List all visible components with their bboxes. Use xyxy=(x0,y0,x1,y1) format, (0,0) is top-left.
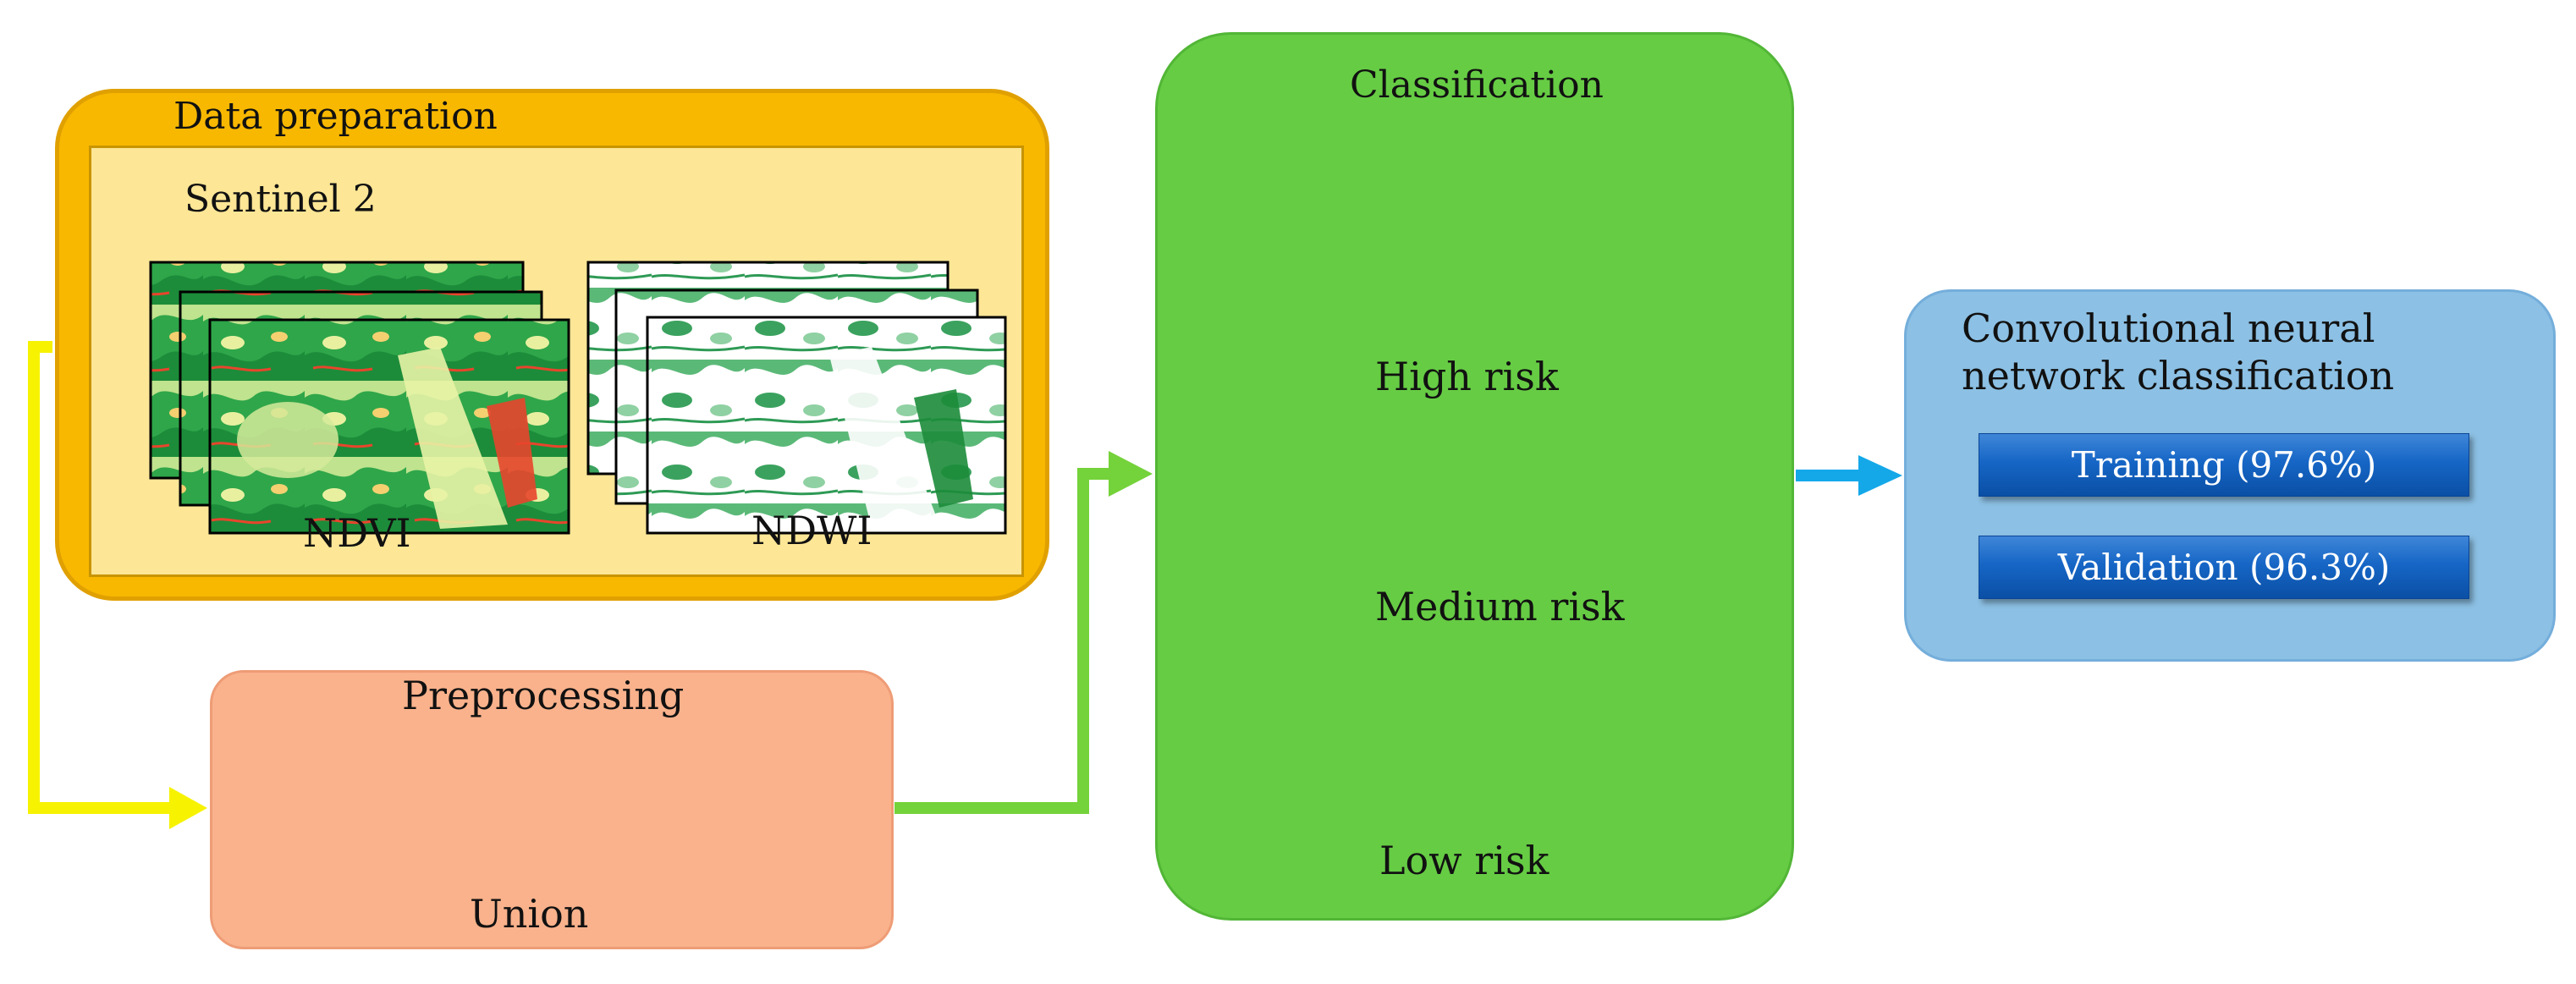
ndwi-label: NDWI xyxy=(751,508,872,553)
arrow-head-green xyxy=(1109,451,1153,497)
preprocessing-panel xyxy=(210,670,894,949)
low-risk-label: Low risk xyxy=(1379,838,1549,883)
ndwi-image-stack xyxy=(586,261,1007,535)
cnn-title-line-2: network classification xyxy=(1962,353,2395,399)
arrow-preprocessing-to-classification xyxy=(894,468,1113,814)
arrow-head-yellow xyxy=(169,787,207,829)
ndvi-image-stack xyxy=(149,261,570,535)
ndvi-label: NDVI xyxy=(303,510,411,556)
validation-accuracy-button: Validation (96.3%) xyxy=(1979,536,2469,599)
medium-risk-label: Medium risk xyxy=(1375,584,1625,629)
data-preparation-title: Data preparation xyxy=(173,95,498,138)
arrow-prep-to-preprocessing xyxy=(28,341,173,814)
sentinel-2-label: Sentinel 2 xyxy=(184,178,377,221)
cnn-title: Convolutional neural network classificat… xyxy=(1962,305,2394,399)
preprocessing-title: Preprocessing xyxy=(402,673,685,718)
union-label: Union xyxy=(470,891,589,937)
cnn-title-line-1: Convolutional neural xyxy=(1962,305,2375,351)
arrow-head-blue xyxy=(1858,455,1902,496)
classification-title: Classification xyxy=(1350,63,1604,107)
training-accuracy-button: Training (97.6%) xyxy=(1979,433,2469,497)
high-risk-label: High risk xyxy=(1375,354,1559,399)
classification-panel xyxy=(1155,32,1794,921)
